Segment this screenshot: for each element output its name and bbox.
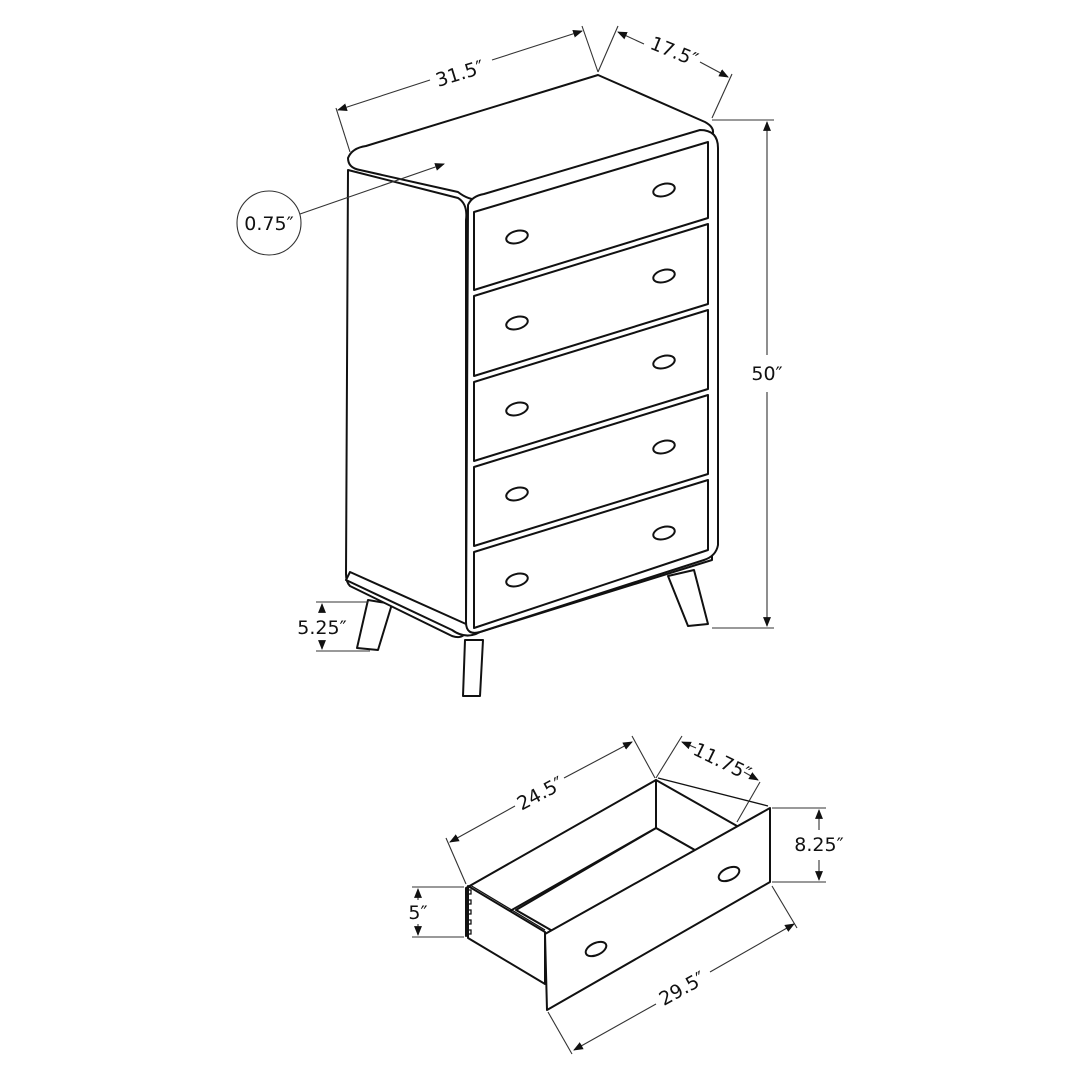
label-drawer-front-height: 8.25″ [794, 834, 843, 856]
dimension-leg-height: 5.25″ [297, 601, 370, 652]
drawer-front-panel [544, 807, 771, 1011]
drawer-dovetail-joints [467, 889, 472, 935]
drawer-handle-left [584, 940, 608, 958]
drawer-left-side [465, 779, 657, 937]
drawer-right-side [467, 885, 546, 985]
label-top-thickness: 0.75″ [244, 213, 293, 235]
label-drawer-inner-depth: 11.75″ [690, 739, 755, 786]
dimension-drawer-front-height: 8.25″ [772, 807, 844, 883]
dimension-top-thickness-callout: 0.75″ [236, 163, 445, 256]
label-drawer-side-height: 5″ [408, 902, 427, 924]
label-drawer-inner-length: 24.5″ [513, 773, 567, 816]
drawer-handles [505, 182, 676, 588]
label-depth: 17.5″ [647, 33, 701, 72]
chest-legs [356, 569, 709, 697]
chest-drawers [473, 141, 709, 629]
dimension-height-50: 50″ [712, 119, 783, 629]
label-width: 31.5″ [433, 56, 487, 91]
chest-drawing [345, 74, 719, 697]
drawer-drawing [465, 777, 771, 1011]
label-leg-height: 5.25″ [297, 617, 346, 639]
label-drawer-front-width: 29.5″ [656, 967, 710, 1010]
dimension-drawer-side-height: 5″ [408, 886, 464, 938]
chest-side-panel [345, 169, 468, 639]
drawer-handle-right [717, 865, 741, 883]
label-height: 50″ [751, 363, 782, 385]
